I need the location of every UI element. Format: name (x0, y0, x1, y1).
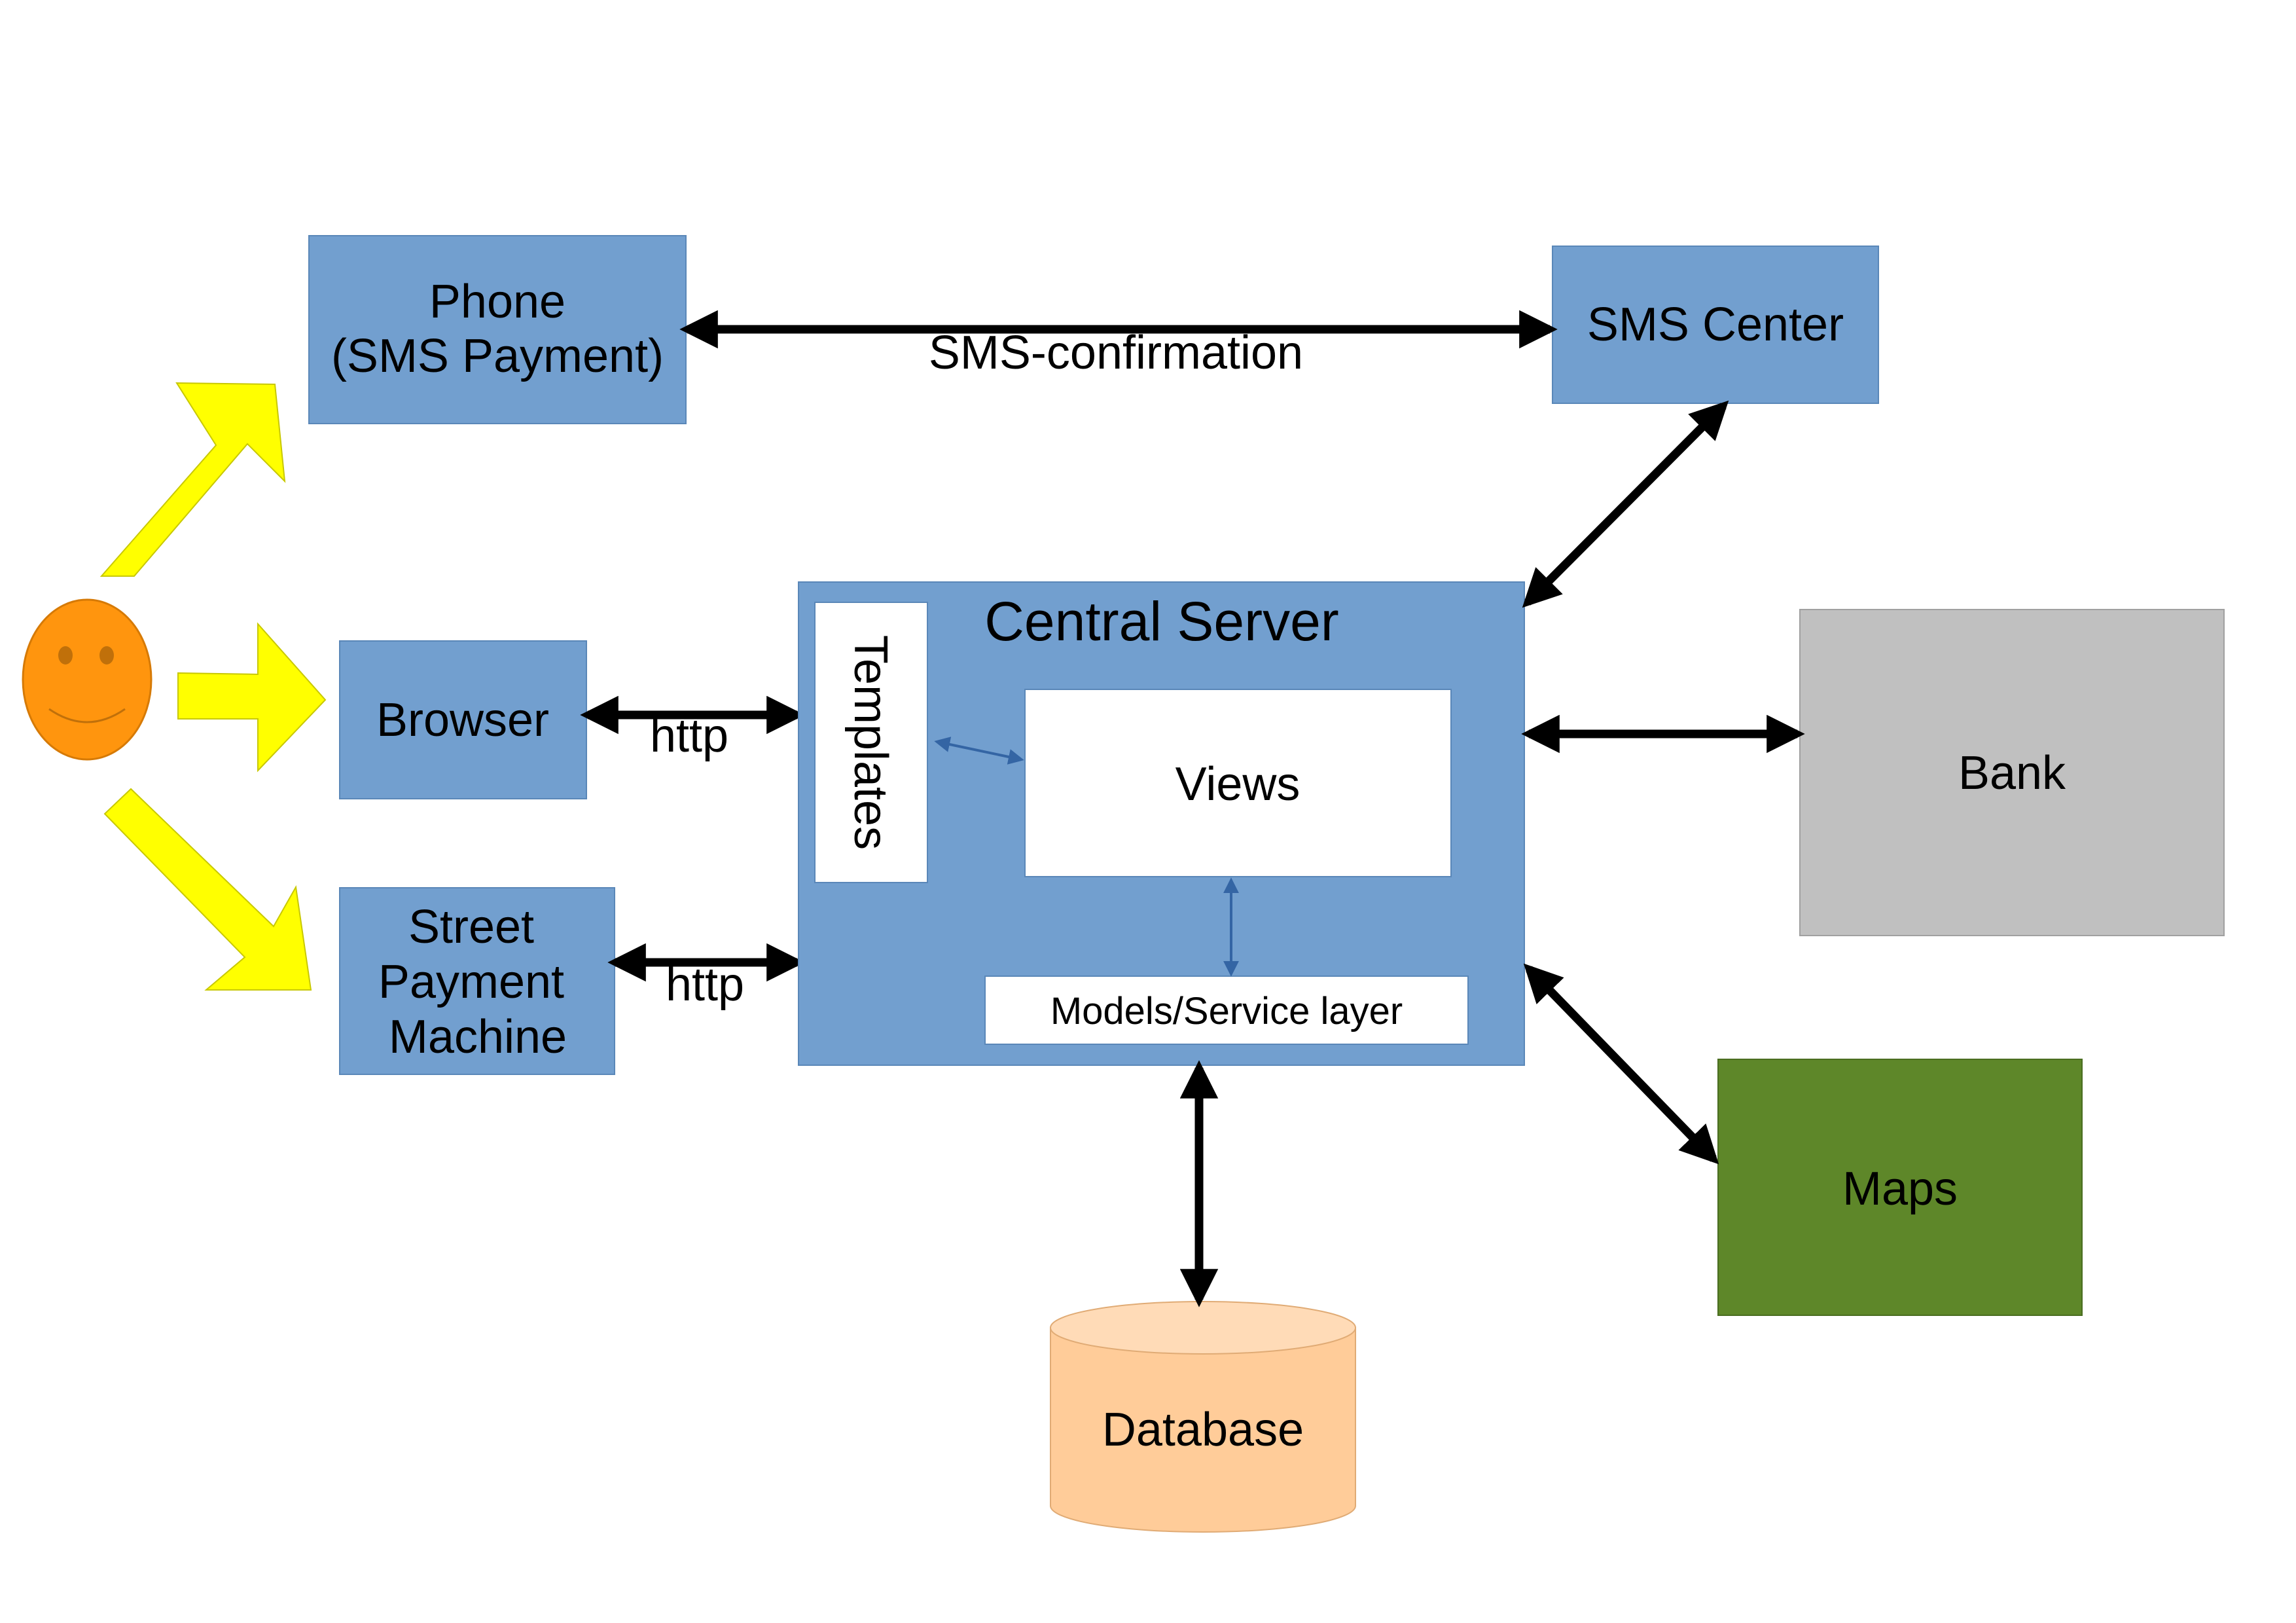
machine-http-label: http (666, 958, 744, 1011)
phone-node: Phone (SMS Payment) (308, 235, 687, 424)
street-machine-label-line2: Payment (378, 956, 564, 1008)
phone-label-line2: (SMS Payment) (331, 330, 664, 382)
templates-views-connector (934, 737, 1024, 765)
sms-center-node: SMS Center (1552, 246, 1879, 404)
street-machine-label-line3: Machine (389, 1011, 567, 1063)
user-to-browser-arrow (177, 622, 327, 773)
views-label: Views (1175, 758, 1300, 811)
server-maps-connector (1523, 963, 1719, 1165)
street-machine-label-line1: Street (408, 901, 534, 953)
database-label: Database (1102, 1404, 1304, 1456)
maps-label: Maps (1842, 1163, 1958, 1215)
phone-label-line1: Phone (429, 276, 565, 328)
templates-label: Templates (844, 635, 897, 850)
user-to-street-machine-arrow (103, 788, 312, 991)
bank-node: Bank (1799, 609, 2225, 936)
browser-node: Browser (339, 640, 587, 799)
models-label: Models/Service layer (1050, 990, 1403, 1032)
browser-label: Browser (376, 694, 549, 746)
sms-center-server-connector (1522, 400, 1729, 608)
browser-http-label: http (650, 710, 728, 762)
templates-node: Templates (814, 602, 928, 883)
street-payment-machine-node: Street Payment Machine (339, 887, 615, 1075)
bank-label: Bank (1958, 747, 2066, 799)
central-server-node: Central Server Templates Views Models/Se… (798, 581, 1525, 1066)
maps-node: Maps (1717, 1059, 2083, 1316)
sms-confirmation-label: SMS-confirmation (929, 327, 1303, 379)
database-node: Database (1050, 1301, 1356, 1533)
models-service-layer-node: Models/Service layer (984, 976, 1469, 1045)
views-node: Views (1024, 689, 1452, 877)
smiley-face-icon (22, 598, 152, 761)
sms-center-label: SMS Center (1587, 299, 1844, 351)
user-to-phone-arrow (99, 382, 286, 577)
central-server-label: Central Server (984, 591, 1339, 652)
